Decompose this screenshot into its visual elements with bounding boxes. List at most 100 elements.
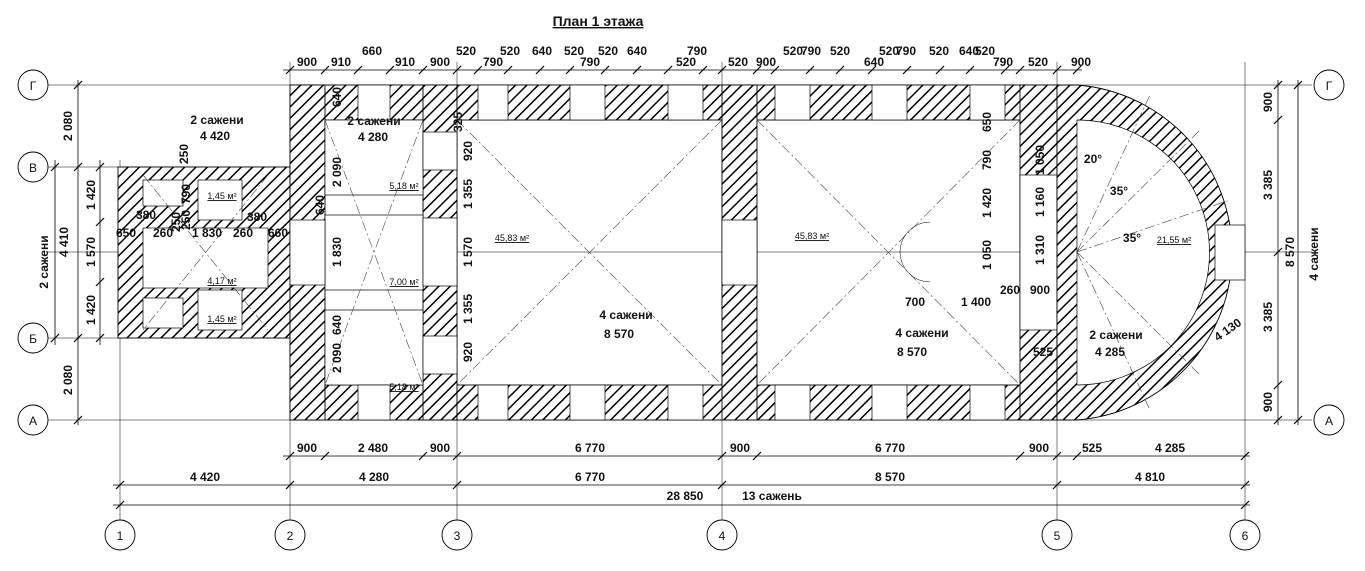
top-dim-21: 520 (879, 44, 899, 58)
axis-col-bubble-6 (1229, 519, 1261, 551)
top-dim-19: 520 (830, 44, 850, 58)
sanctuary-room-sazhen: 4 сажени (895, 326, 948, 340)
nave-dim-920a: 920 (461, 141, 475, 161)
porch-dim-260b: 260 (233, 226, 253, 240)
narthex-room-value: 4 280 (358, 130, 388, 144)
narthex-dim-2090b: 2 090 (330, 343, 344, 373)
narthex-dim-1830: 1 830 (330, 237, 344, 267)
plan-title: План 1 этажа (553, 13, 644, 29)
angle-35b: 35° (1123, 231, 1141, 245)
nave-dim-1355a: 1 355 (461, 179, 475, 209)
top-dim-6: 790 (483, 55, 503, 69)
left-total-sazhen: 2 сажени (37, 235, 51, 288)
porch-dim-660: 660 (268, 226, 288, 240)
porch-dim-1830: 1 830 (192, 226, 222, 240)
left-dimension-chains (54, 80, 101, 425)
axis-row-bubble-А (17, 404, 49, 436)
top-dim-28: 900 (1071, 55, 1091, 69)
porch-dim-790: 790 (179, 184, 193, 204)
area-porch-mid: 4,17 м² (207, 276, 236, 286)
left-dim-2: 1 570 (84, 237, 98, 267)
top-dim-23: 520 (929, 44, 949, 58)
top-dim-25: 520 (975, 44, 995, 58)
angle-35a: 35° (1110, 184, 1128, 198)
top-dim-7: 520 (500, 44, 520, 58)
angle-20: 20° (1084, 152, 1102, 166)
bottom1-dim-2: 900 (430, 441, 450, 455)
porch-dim-250a: 250 (179, 210, 193, 230)
bottom1-dim-1: 2 480 (358, 441, 388, 455)
top-dim-26: 790 (993, 55, 1013, 69)
axis-col-label-6: 6 (1242, 529, 1249, 543)
narthex-dim-640b: 640 (330, 87, 344, 107)
axis-row-label-А: А (29, 414, 37, 428)
east-dim-700: 700 (905, 295, 925, 309)
top-dim-27: 520 (1028, 55, 1048, 69)
bottom1-dim-5: 6 770 (875, 441, 905, 455)
top-dim-9: 520 (564, 44, 584, 58)
top-dim-5: 520 (456, 44, 476, 58)
axis-row-label-Г: Г (1326, 79, 1333, 93)
top-dim-2: 660 (362, 44, 382, 58)
axis-row-label-В: В (29, 161, 37, 175)
bottom2-dim-1: 4 280 (359, 470, 389, 484)
overall-length: 28 850 (667, 489, 704, 503)
porch-dim-380b: 380 (247, 210, 267, 224)
axis-row-label-А: А (1325, 414, 1333, 428)
porch-dim-380a: 380 (136, 208, 156, 222)
axis-row-label-Г: Г (30, 79, 37, 93)
east-dim-900: 900 (1030, 283, 1050, 297)
narthex-room-sazhen: 2 сажени (347, 114, 400, 128)
axis-col-bubble-4 (706, 519, 738, 551)
overall-length-sazhen: 13 сажень (742, 489, 802, 503)
right-dim-0: 900 (1261, 92, 1275, 112)
axis-col-bubble-1 (104, 519, 136, 551)
axis-row-bubble-В (17, 151, 49, 183)
bottom1-dim-7: 525 (1082, 441, 1102, 455)
walls (117, 84, 1246, 421)
bottom1-dim-0: 900 (297, 441, 317, 455)
nave-dim-325: 325 (451, 112, 465, 132)
bottom2-dim-3: 8 570 (875, 470, 905, 484)
bottom1-dim-8: 4 285 (1155, 441, 1185, 455)
porch-dim-250c: 250 (169, 212, 183, 232)
left-dim-4: 2 080 (61, 365, 75, 395)
east-dim-1160: 1 160 (1033, 187, 1047, 217)
bottom2-dim-4: 4 810 (1135, 470, 1165, 484)
east-dim-1400: 1 400 (961, 295, 991, 309)
axis-row-bubble-Б (17, 322, 49, 354)
right-dim-2: 3 385 (1261, 302, 1275, 332)
top-dim-11: 520 (598, 44, 618, 58)
axis-row-bubble-Г (1313, 69, 1345, 101)
porch-dim-640: 640 (313, 195, 327, 215)
left-dim-0: 2 080 (61, 111, 75, 141)
nave-room-sazhen: 4 сажени (599, 308, 652, 322)
top-dim-17: 520 (783, 44, 803, 58)
top-dim-22: 790 (896, 44, 916, 58)
east-dim-790: 790 (980, 150, 994, 170)
east-dim-1050b: 1 050 (1033, 145, 1047, 175)
top-dim-24: 640 (959, 44, 979, 58)
left-dim-3: 1 420 (84, 295, 98, 325)
narthex-dim-2090a: 2 090 (330, 157, 344, 187)
nave-room-value: 8 570 (604, 327, 634, 341)
construction-lines (142, 94, 1231, 411)
top-dim-1: 910 (331, 55, 351, 69)
axis-col-label-3: 3 (454, 529, 461, 543)
right-total: 8 570 (1283, 237, 1297, 267)
east-dim-1420: 1 420 (980, 188, 994, 218)
top-dim-16: 900 (756, 55, 776, 69)
apse-room-value: 4 285 (1095, 345, 1125, 359)
area-porch-bottom: 1,45 м² (207, 314, 236, 324)
area-apse: 21,55 м² (1157, 235, 1191, 245)
axis-col-bubble-2 (274, 519, 306, 551)
right-dim-1: 3 385 (1261, 170, 1275, 200)
axis-col-label-2: 2 (287, 529, 294, 543)
bottom-dimension-chains (113, 455, 1250, 506)
porch-dim-250b: 250 (177, 144, 191, 164)
